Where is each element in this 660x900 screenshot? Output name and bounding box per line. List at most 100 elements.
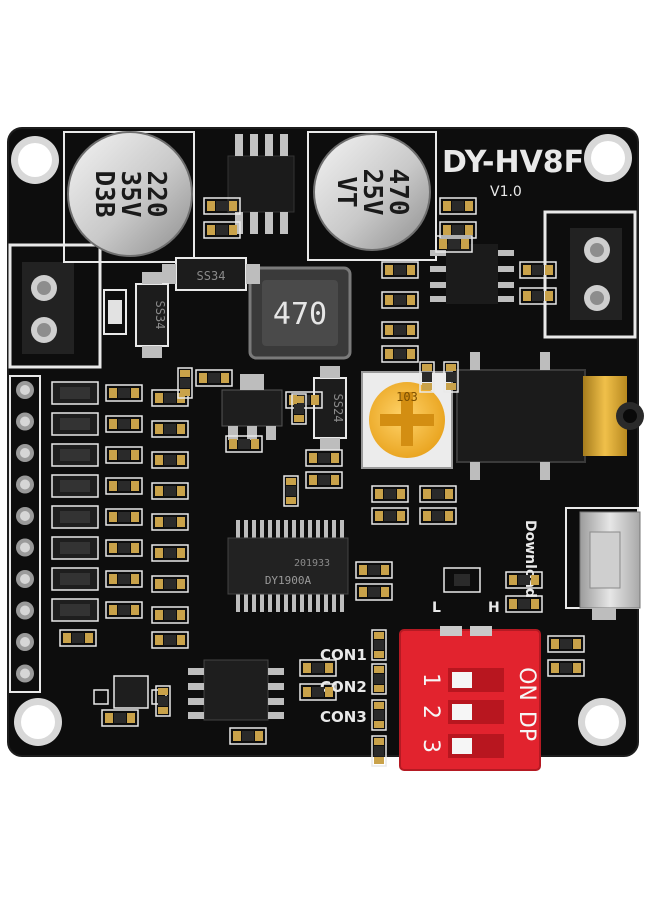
smd-resistor [547, 659, 585, 677]
smd-resistor [151, 420, 189, 438]
smd-resistor [505, 595, 543, 613]
mounting-hole-icon [578, 698, 626, 746]
mosfet [51, 443, 99, 467]
smd-resistor [105, 601, 143, 619]
capacitor-right-value: 470 [383, 169, 413, 216]
dip-number-3: 3 [418, 739, 443, 753]
smd-resistor [371, 735, 387, 767]
smd-resistor [419, 507, 457, 525]
smd-resistor [151, 544, 189, 562]
mounting-hole-icon [11, 136, 59, 184]
smd-resistor [299, 683, 337, 701]
main-chip-model: DY1900A [265, 574, 312, 587]
smd-resistor [371, 699, 387, 731]
smd-resistor [371, 663, 387, 695]
smd-resistor [105, 384, 143, 402]
smd-resistor [439, 197, 477, 215]
smd-resistor [381, 321, 419, 339]
capacitor-left: 220 35V D3B [63, 131, 195, 263]
flash-chip [188, 659, 284, 721]
inductor-label: 470 [273, 297, 327, 332]
smd-resistor [283, 475, 299, 507]
diode-top-label: SS34 [197, 269, 226, 283]
diode-right-label: SS24 [331, 394, 345, 423]
smd-resistor [177, 367, 193, 399]
mosfet [51, 412, 99, 436]
smd-resistor [105, 539, 143, 557]
smd-resistor [203, 197, 241, 215]
smd-resistor [151, 606, 189, 624]
mosfet [51, 567, 99, 591]
smd-resistor [151, 451, 189, 469]
speaker-terminal-icon [8, 243, 102, 369]
diode-top: SS34 [162, 257, 260, 291]
trimpot-label: 103 [396, 390, 418, 404]
usb-download-label: Download [522, 520, 538, 598]
smd-resistor [59, 629, 97, 647]
speaker-terminal-icon [543, 210, 637, 339]
capacitor-left-voltage: 35V [115, 171, 145, 218]
mounting-hole-icon [14, 698, 62, 746]
mosfet [51, 474, 99, 498]
smd-resistor [155, 685, 171, 717]
mosfet [51, 598, 99, 622]
capacitor-left-value: 220 [141, 171, 171, 218]
dip-toggle-2[interactable] [452, 704, 472, 720]
smd-resistor [355, 561, 393, 579]
micro-usb-icon[interactable] [565, 507, 641, 620]
mosfet [51, 381, 99, 405]
level-high-label: H [488, 600, 500, 616]
audio-jack-icon[interactable] [456, 352, 644, 480]
smd-resistor [151, 575, 189, 593]
main-chip-date: 201933 [294, 558, 330, 569]
smd-resistor [105, 508, 143, 526]
con1-label: CON1 [320, 646, 367, 664]
con3-label: CON3 [320, 708, 367, 726]
capacitor-left-code: D3B [89, 171, 119, 218]
smd-resistor [355, 583, 393, 601]
smd-resistor [519, 261, 557, 279]
trimpot[interactable]: 103 [361, 371, 453, 469]
diode-left: SS34 [135, 272, 169, 358]
smd-resistor [105, 477, 143, 495]
diode-left-label: SS34 [153, 301, 167, 330]
smd-resistor [195, 369, 233, 387]
smd-resistor [105, 446, 143, 464]
smd-resistor [151, 513, 189, 531]
smd-resistor [299, 659, 337, 677]
capacitor-right: 470 25V VT [307, 131, 437, 261]
smd-resistor [381, 345, 419, 363]
dip-toggle-1[interactable] [452, 672, 472, 688]
smd-resistor [105, 415, 143, 433]
dip-toggle-3[interactable] [452, 738, 472, 754]
smd-resistor [291, 393, 307, 425]
smd-resistor [419, 361, 435, 393]
smd-resistor [305, 471, 343, 489]
mosfet [51, 505, 99, 529]
smd-resistor [381, 291, 419, 309]
smd-resistor [225, 435, 263, 453]
smd-resistor [203, 221, 241, 239]
dip-on-label: ON [514, 667, 539, 701]
smd-resistor [505, 571, 543, 589]
dip-number-2: 2 [418, 705, 443, 719]
smd-resistor [305, 449, 343, 467]
board-version: V1.0 [490, 184, 522, 200]
capacitor-right-voltage: 25V [357, 169, 387, 216]
dip-switch[interactable]: 1 2 3 ON DP [399, 626, 541, 771]
level-low-label: L [432, 600, 441, 616]
capacitor-right-code: VT [331, 176, 361, 207]
smd-resistor [151, 631, 189, 649]
smd-resistor [439, 221, 477, 239]
smd-resistor [371, 629, 387, 661]
mosfet [51, 536, 99, 560]
smd-resistor [105, 570, 143, 588]
pin-header [9, 375, 41, 693]
inductor: 470 [248, 266, 352, 360]
smd-resistor [371, 507, 409, 525]
smd-resistor [229, 727, 267, 745]
smd-resistor [101, 709, 139, 727]
mounting-hole-icon [584, 134, 632, 182]
smd-resistor [519, 287, 557, 305]
